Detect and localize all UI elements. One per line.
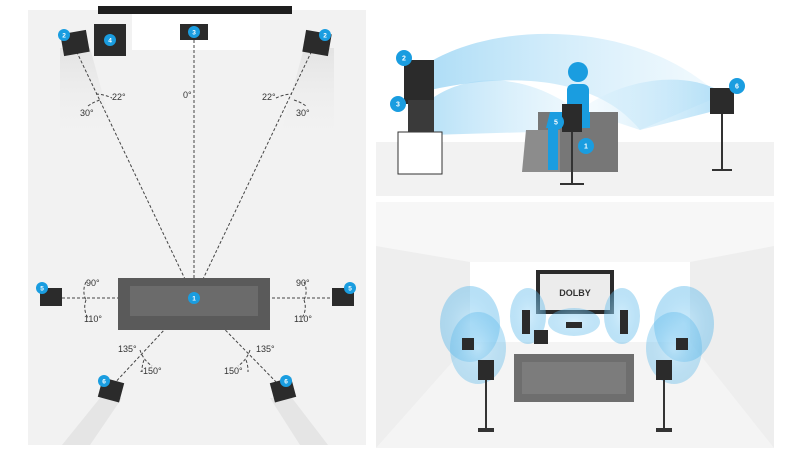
svg-text:5: 5 (40, 286, 44, 293)
badge-surround-right: 5 (344, 282, 356, 294)
svg-text:2: 2 (323, 33, 327, 40)
angle-label: 135° (256, 344, 275, 354)
tv-brand-label: DOLBY (559, 288, 591, 298)
svg-text:5: 5 (554, 120, 558, 127)
badge-back-right: 6 (280, 375, 292, 387)
badge-center: 3 (188, 26, 200, 38)
angle-lines (52, 32, 340, 389)
angle-label: 30° (80, 108, 94, 118)
angle-label: 22° (112, 92, 126, 102)
angle-label: 0° (183, 90, 192, 100)
room-surround-left (462, 338, 474, 350)
shadow-front-left (60, 48, 118, 150)
badge-side-surround: 5 (548, 114, 564, 130)
room-front-right-speaker (620, 310, 628, 334)
side-front-speaker-stand (397, 131, 443, 175)
badge-front-right: 2 (319, 29, 331, 41)
angle-label: 135° (118, 344, 137, 354)
room-sofa (514, 354, 634, 402)
angle-label: 90° (86, 278, 100, 288)
room-subwoofer (534, 330, 548, 344)
angle-label: 30° (296, 108, 310, 118)
side-view-panel: 2 3 5 1 6 (376, 10, 774, 196)
svg-text:6: 6 (284, 379, 288, 386)
room-back-right-speaker (656, 360, 672, 380)
badge-side-front-height: 2 (396, 50, 412, 66)
room-front-left-speaker (522, 310, 530, 334)
svg-text:6: 6 (102, 379, 106, 386)
angle-label: 110° (84, 314, 102, 324)
room-back-left-speaker (478, 360, 494, 380)
svg-text:3: 3 (192, 30, 196, 37)
angle-label: -150° (140, 366, 162, 376)
badge-front-left: 2 (58, 29, 70, 41)
svg-text:2: 2 (402, 56, 406, 63)
shadow-front-right (276, 48, 334, 150)
angle-label: 22° (262, 92, 276, 102)
room-view-panel: DOLBY (376, 202, 774, 448)
badge-side-listener: 1 (578, 138, 594, 154)
badge-subwoofer: 4 (104, 34, 116, 46)
shadow-back-left (62, 398, 122, 445)
room-center-speaker (566, 322, 582, 328)
svg-text:1: 1 (584, 144, 588, 151)
room-surround-right (676, 338, 688, 350)
side-front-height-speaker (404, 60, 434, 104)
room-ceiling (376, 202, 774, 262)
svg-text:1: 1 (192, 296, 196, 303)
angle-label: 90° (296, 278, 310, 288)
badge-back-left: 6 (98, 375, 110, 387)
badge-listener: 1 (188, 292, 200, 304)
side-surround-speaker (562, 104, 582, 132)
badge-side-front: 3 (390, 96, 406, 112)
svg-text:5: 5 (348, 286, 352, 293)
top-down-panel: 22° 30° 0° 22° 30° 90° 110° 90° 110° 135… (28, 6, 366, 445)
svg-text:2: 2 (62, 33, 66, 40)
shadow-back-right (270, 398, 328, 445)
tv-screen-top (98, 6, 292, 14)
angle-label: 150° (224, 366, 243, 376)
angle-label: 110° (294, 314, 312, 324)
badge-side-back-height: 6 (729, 78, 745, 94)
svg-text:6: 6 (735, 84, 739, 91)
svg-text:3: 3 (396, 102, 400, 109)
badge-surround-left: 5 (36, 282, 48, 294)
side-front-speaker (408, 100, 434, 132)
side-back-height-speaker (710, 88, 734, 114)
svg-text:4: 4 (108, 38, 112, 45)
